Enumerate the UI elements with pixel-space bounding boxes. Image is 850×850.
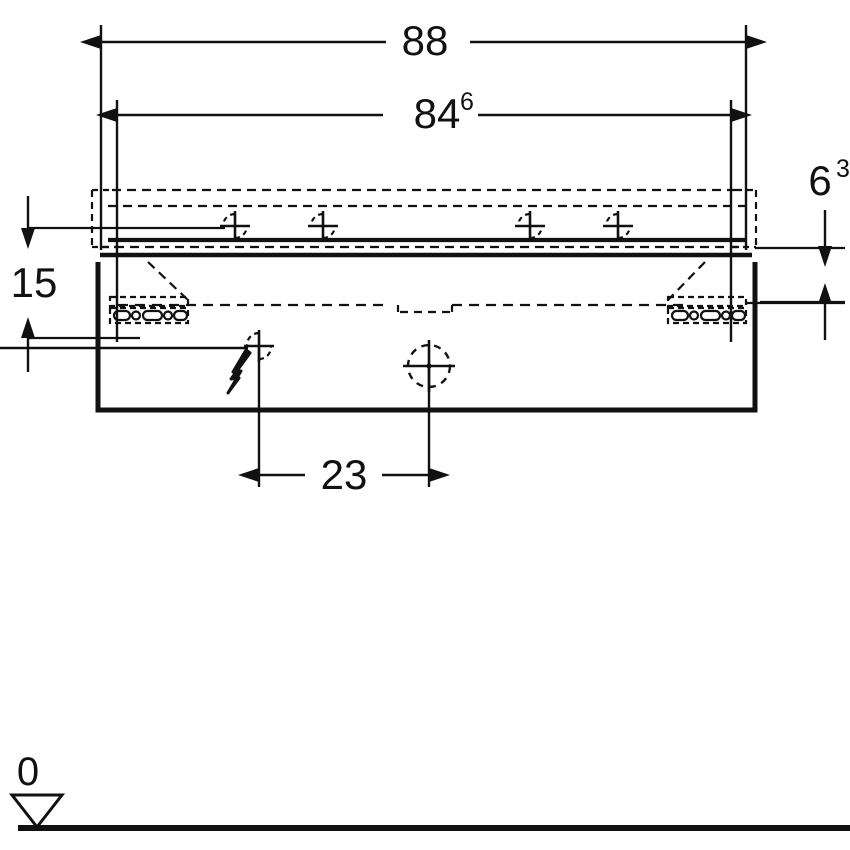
dim-63-label: 6 — [808, 157, 831, 204]
washbasin-body — [90, 188, 758, 258]
hanger-bracket-icon — [108, 295, 190, 308]
hanger-slot-icon — [172, 309, 189, 322]
dim-846-superscript: 6 — [460, 88, 474, 116]
hanger-bracket-right — [666, 295, 748, 325]
cabinet-hidden-diagonal-left — [147, 261, 189, 301]
dim-846-label: 84 — [414, 90, 461, 137]
fixing-point-crosshair-icon — [515, 211, 545, 241]
floor-level-datum: 0 — [8, 750, 850, 831]
fixing-point-crosshair-icon — [220, 211, 250, 241]
cabinet-hidden-diagonal-right — [667, 261, 706, 301]
dim-88-label: 88 — [402, 17, 449, 64]
cabinet-height-dimension: 15 — [11, 196, 225, 372]
vanity-cabinet-body — [95, 261, 758, 413]
overall-width-dimension: 88 — [80, 17, 767, 64]
fixing-point-crosshair-icon — [308, 211, 338, 241]
extension-lines — [99, 25, 748, 342]
hanger-slot-icon — [141, 309, 164, 322]
hanger-hole-icon — [688, 310, 700, 321]
waste-outlet-point — [403, 340, 455, 487]
hanger-slot-icon — [670, 309, 690, 322]
outlet-offset-dimension: 23 — [238, 451, 450, 498]
dim-15-label: 15 — [11, 259, 58, 306]
dim-63-superscript: 3 — [836, 155, 850, 183]
dim-23-label: 23 — [321, 451, 368, 498]
hanger-hole-icon — [162, 310, 174, 321]
electrical-supply-point — [0, 330, 274, 487]
fixing-point-crosshair-icon — [603, 211, 633, 241]
hanger-slot-icon — [699, 309, 722, 322]
lightning-bolt-icon — [226, 348, 252, 395]
hanger-bracket-left — [108, 295, 190, 325]
hanger-hole-icon — [130, 310, 142, 321]
hanger-slot-icon — [730, 309, 747, 322]
hanger-bracket-icon — [666, 295, 748, 308]
hanger-slot-icon — [112, 309, 132, 322]
basin-height-dimension: 6 3 — [755, 155, 850, 340]
cabinet-outline — [95, 262, 758, 413]
cabinet-width-dimension: 84 6 — [96, 88, 752, 137]
fixing-point-group — [220, 211, 633, 241]
hanger-hole-icon — [720, 310, 732, 321]
datum-triangle-icon — [8, 793, 66, 830]
datum-label: 0 — [17, 750, 39, 794]
